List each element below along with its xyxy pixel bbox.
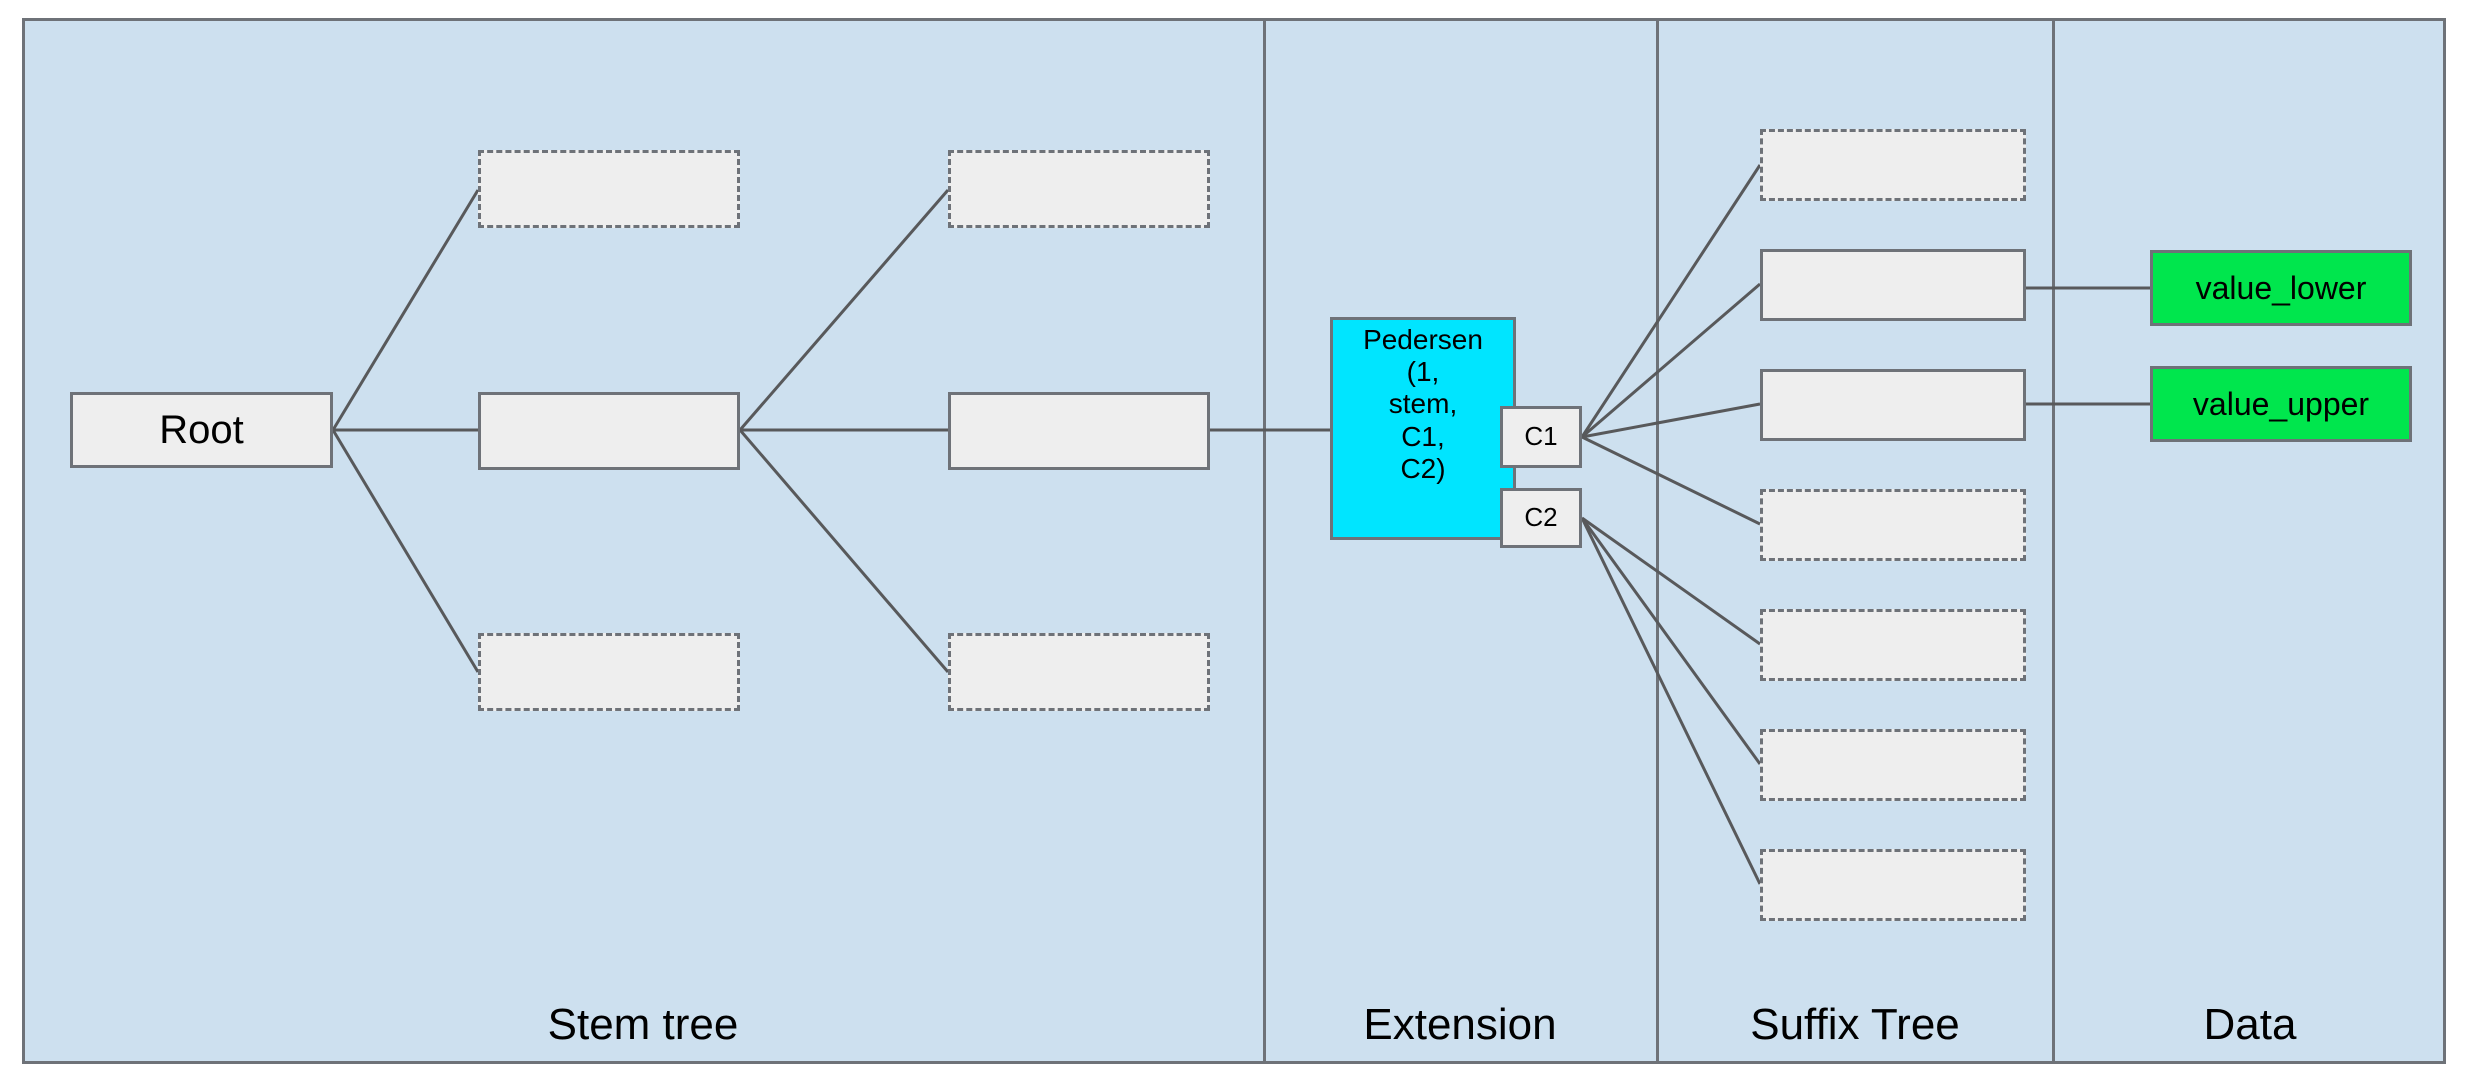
panel-label-data: Data [2203, 1000, 2297, 1049]
node-value-lower-label: value_lower [2195, 269, 2367, 306]
node-suffix-2[interactable] [1760, 249, 2026, 321]
node-value-upper-label: value_upper [2192, 385, 2370, 422]
node-stem1-bottom[interactable] [478, 633, 740, 711]
node-commitment-c2[interactable]: C2 [1500, 488, 1582, 548]
node-c1-label: C1 [1524, 421, 1558, 452]
panel-divider-3 [2052, 18, 2055, 1064]
panel-divider-2 [1656, 18, 1659, 1064]
panel-label-stem-tree: Stem tree [547, 1000, 739, 1049]
node-stem2-mid[interactable] [948, 392, 1210, 470]
node-value-upper[interactable]: value_upper [2150, 366, 2412, 442]
node-commitment-c1[interactable]: C1 [1500, 406, 1582, 468]
pedersen-line-2: (1, [1406, 356, 1440, 388]
pedersen-line-1: Pedersen [1363, 324, 1483, 355]
node-pedersen-commitment[interactable]: Pedersen (1, stem, C1, C2) [1330, 317, 1516, 540]
panel-label-extension: Extension [1363, 1000, 1557, 1049]
node-suffix-1[interactable] [1760, 129, 2026, 201]
node-suffix-3[interactable] [1760, 369, 2026, 441]
node-value-lower[interactable]: value_lower [2150, 250, 2412, 326]
diagram-frame [22, 18, 2446, 1064]
node-stem2-bottom[interactable] [948, 633, 1210, 711]
pedersen-line-5: C2) [1400, 452, 1446, 484]
node-suffix-5[interactable] [1760, 609, 2026, 681]
pedersen-line-3: stem, [1388, 388, 1458, 420]
node-stem1-mid[interactable] [478, 392, 740, 470]
node-stem1-top[interactable] [478, 150, 740, 228]
node-suffix-7[interactable] [1760, 849, 2026, 921]
panel-divider-1 [1263, 18, 1266, 1064]
node-suffix-4[interactable] [1760, 489, 2026, 561]
node-c2-label: C2 [1524, 502, 1558, 533]
pedersen-line-4: C1, [1401, 420, 1445, 452]
node-root[interactable]: Root [70, 392, 333, 468]
node-suffix-6[interactable] [1760, 729, 2026, 801]
panel-label-suffix-tree: Suffix Tree [1750, 1000, 1960, 1049]
node-root-label: Root [159, 408, 244, 452]
node-stem2-top[interactable] [948, 150, 1210, 228]
